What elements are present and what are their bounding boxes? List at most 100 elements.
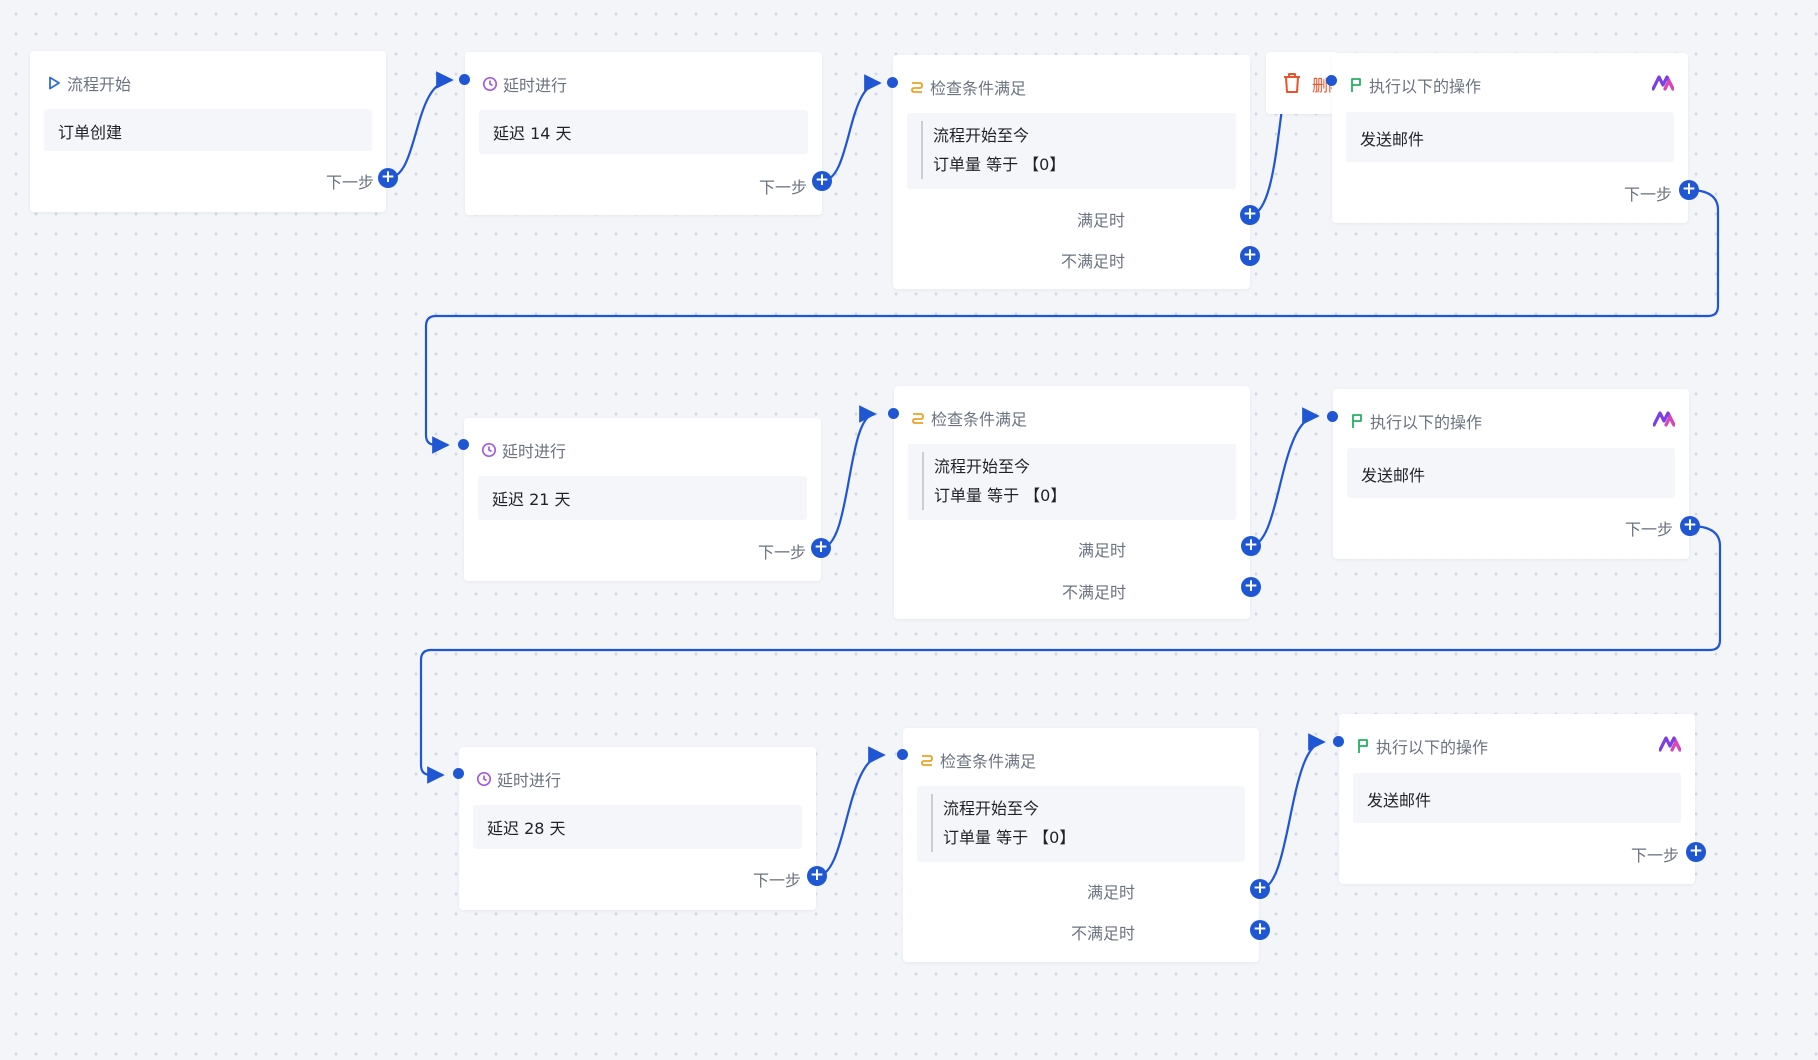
start-node-header: 流程开始 xyxy=(46,71,131,95)
condition-node-2[interactable]: 检查条件满足 流程开始至今 订单量 等于 【0】 满足时 不满足时 xyxy=(894,386,1250,619)
cond2-rule-line2: 订单量 等于 【0】 xyxy=(934,486,1067,505)
action2-operation[interactable]: 发送邮件 xyxy=(1347,448,1675,498)
cond3-rule-line1: 流程开始至今 xyxy=(943,799,1040,818)
delay-node-3[interactable]: 延时进行 延迟 28 天 下一步 xyxy=(459,747,816,910)
action2-next-add-button[interactable]: + xyxy=(1680,516,1700,536)
wire-delay1-to-cond1 xyxy=(821,74,882,183)
start-node[interactable]: 流程开始 订单创建 下一步 xyxy=(30,51,386,212)
flag-icon xyxy=(1351,78,1361,92)
wire-cond2-to-action2 xyxy=(1249,407,1320,548)
start-node-trigger[interactable]: 订单创建 xyxy=(44,109,372,151)
action2-input-port[interactable] xyxy=(1327,411,1338,422)
delay1-next-label: 下一步 xyxy=(758,178,807,197)
brand-logo-icon xyxy=(1653,411,1675,427)
branch-icon xyxy=(912,413,924,424)
action-node-2[interactable]: 执行以下的操作 发送邮件 下一步 xyxy=(1333,389,1689,559)
cond1-yes-label: 满足时 xyxy=(1076,211,1125,230)
delay2-header: 延时进行 xyxy=(481,438,566,462)
cond1-rule[interactable]: 流程开始至今 订单量 等于 【0】 xyxy=(907,113,1236,189)
delay3-input-port[interactable] xyxy=(453,768,464,779)
cond3-no-label: 不满足时 xyxy=(1070,924,1135,943)
action-node-1[interactable]: 执行以下的操作 发送邮件 下一步 xyxy=(1332,53,1688,223)
cond2-header: 检查条件满足 xyxy=(910,406,1027,430)
wire-cond3-to-action3 xyxy=(1259,733,1326,891)
action-node-3[interactable]: 执行以下的操作 发送邮件 下一步 xyxy=(1339,714,1695,884)
cond3-yes-add-button[interactable]: + xyxy=(1250,879,1270,899)
action1-operation[interactable]: 发送邮件 xyxy=(1346,112,1674,162)
cond1-no-add-button[interactable]: + xyxy=(1240,246,1260,266)
delay3-title: 延时进行 xyxy=(497,771,562,790)
cond3-yes-label: 满足时 xyxy=(1086,883,1135,902)
delay1-title: 延时进行 xyxy=(503,76,568,95)
cond2-title: 检查条件满足 xyxy=(931,410,1028,429)
delay1-input-port[interactable] xyxy=(459,74,470,85)
delay3-next-label: 下一步 xyxy=(752,871,801,890)
wire-delay3-to-cond3 xyxy=(816,746,886,878)
wire-start-to-delay1 xyxy=(387,71,454,180)
cond3-input-port[interactable] xyxy=(897,749,908,760)
action2-header: 执行以下的操作 xyxy=(1349,409,1482,433)
delay3-header: 延时进行 xyxy=(476,767,561,791)
delay2-duration[interactable]: 延迟 21 天 xyxy=(478,476,807,520)
play-icon xyxy=(49,76,60,90)
delete-button[interactable]: 删除 xyxy=(1266,52,1336,114)
delay2-next-label: 下一步 xyxy=(757,543,806,562)
action3-next-add-button[interactable]: + xyxy=(1686,842,1706,862)
delay2-input-port[interactable] xyxy=(458,439,469,450)
cond1-header: 检查条件满足 xyxy=(909,75,1026,99)
wire-delay2-to-cond2 xyxy=(820,405,877,550)
start-next-label: 下一步 xyxy=(325,173,374,192)
clock-icon xyxy=(482,76,498,92)
cond2-no-label: 不满足时 xyxy=(1061,583,1126,602)
action1-header: 执行以下的操作 xyxy=(1348,73,1481,97)
action3-next-label: 下一步 xyxy=(1630,846,1679,865)
action1-input-port[interactable] xyxy=(1326,75,1337,86)
cond2-yes-add-button[interactable]: + xyxy=(1241,536,1261,556)
delay-node-1[interactable]: 延时进行 延迟 14 天 下一步 xyxy=(465,52,822,215)
delay3-duration[interactable]: 延迟 28 天 xyxy=(473,805,802,849)
action2-next-label: 下一步 xyxy=(1624,520,1673,539)
cond3-header: 检查条件满足 xyxy=(919,748,1036,772)
action1-title: 执行以下的操作 xyxy=(1369,77,1482,96)
condition-node-1[interactable]: 检查条件满足 流程开始至今 订单量 等于 【0】 满足时 不满足时 xyxy=(893,55,1250,289)
cond1-yes-add-button[interactable]: + xyxy=(1240,205,1260,225)
cond2-rule[interactable]: 流程开始至今 订单量 等于 【0】 xyxy=(908,444,1236,520)
delay1-duration[interactable]: 延迟 14 天 xyxy=(479,110,808,154)
delay1-next-add-button[interactable]: + xyxy=(812,171,832,191)
trash-icon xyxy=(1284,73,1300,93)
cond3-rule[interactable]: 流程开始至今 订单量 等于 【0】 xyxy=(917,786,1245,862)
brand-logo-icon xyxy=(1659,736,1681,752)
cond1-rule-line2: 订单量 等于 【0】 xyxy=(933,155,1066,174)
action3-operation[interactable]: 发送邮件 xyxy=(1353,773,1681,823)
cond1-no-label: 不满足时 xyxy=(1060,252,1125,271)
start-next-add-button[interactable]: + xyxy=(378,168,398,188)
clock-icon xyxy=(481,442,497,458)
brand-logo-icon xyxy=(1652,75,1674,91)
action3-input-port[interactable] xyxy=(1333,736,1344,747)
action3-title: 执行以下的操作 xyxy=(1376,738,1489,757)
action3-header: 执行以下的操作 xyxy=(1355,734,1488,758)
cond1-rule-line1: 流程开始至今 xyxy=(933,126,1030,145)
delay-node-2[interactable]: 延时进行 延迟 21 天 下一步 xyxy=(464,418,821,581)
branch-icon xyxy=(921,755,933,766)
cond2-no-add-button[interactable]: + xyxy=(1241,577,1261,597)
cond2-yes-label: 满足时 xyxy=(1077,541,1126,560)
cond1-title: 检查条件满足 xyxy=(930,79,1027,98)
condition-node-3[interactable]: 检查条件满足 流程开始至今 订单量 等于 【0】 满足时 不满足时 xyxy=(903,728,1259,962)
flag-icon xyxy=(1358,739,1368,753)
delay1-header: 延时进行 xyxy=(482,72,567,96)
delay3-next-add-button[interactable]: + xyxy=(807,866,827,886)
cond2-input-port[interactable] xyxy=(888,408,899,419)
cond3-title: 检查条件满足 xyxy=(940,752,1037,771)
action1-next-add-button[interactable]: + xyxy=(1679,180,1699,200)
cond1-input-port[interactable] xyxy=(887,77,898,88)
delay2-title: 延时进行 xyxy=(502,442,567,461)
clock-icon xyxy=(476,771,492,787)
cond2-rule-line1: 流程开始至今 xyxy=(934,457,1031,476)
start-node-title: 流程开始 xyxy=(67,75,132,94)
action1-next-label: 下一步 xyxy=(1623,185,1672,204)
cond3-rule-line2: 订单量 等于 【0】 xyxy=(943,828,1076,847)
delay2-next-add-button[interactable]: + xyxy=(811,538,831,558)
action2-title: 执行以下的操作 xyxy=(1370,413,1483,432)
cond3-no-add-button[interactable]: + xyxy=(1250,920,1270,940)
